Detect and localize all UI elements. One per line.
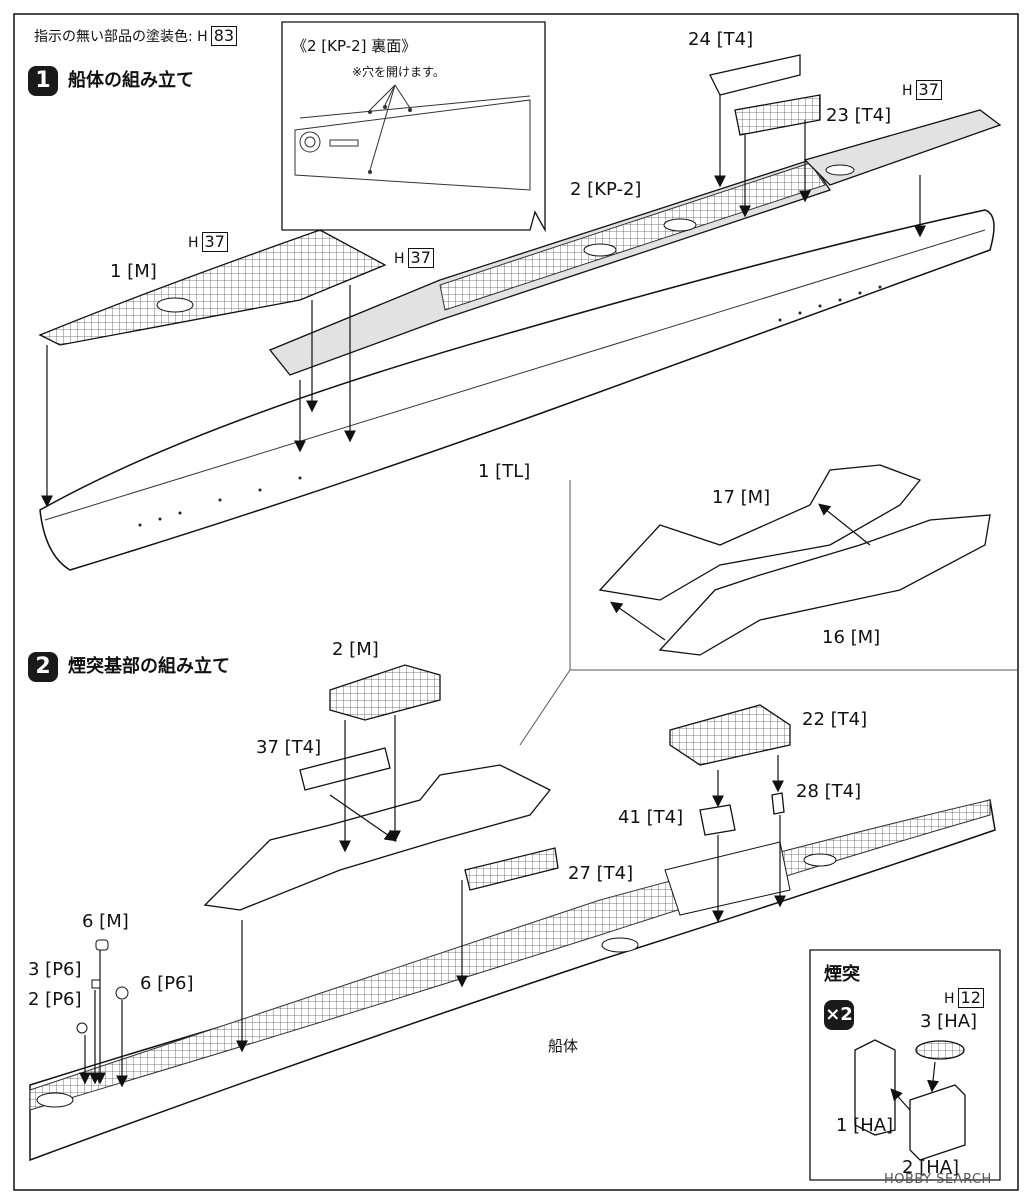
- part-22-t4: [669, 704, 791, 766]
- part-3-p6: [91, 979, 101, 989]
- part-16-m: [658, 514, 991, 656]
- funnel-title: 煙突: [824, 964, 860, 985]
- part-41-t4: [699, 804, 736, 836]
- inset-box-kp2-underside: [281, 21, 546, 233]
- part-24-t4: [709, 54, 801, 96]
- label-3-p6: 3 [P6]: [28, 959, 82, 980]
- step-1-title: 船体の組み立て: [68, 70, 194, 91]
- label-1-ha: 1 [HA]: [836, 1115, 894, 1136]
- hull-step2: [29, 799, 996, 1162]
- inset-title: 《2 [KP-2] 裏面》: [292, 37, 417, 55]
- label-6-m: 6 [M]: [82, 911, 129, 932]
- paint-note-h: H: [197, 29, 208, 45]
- label-24-t4: 24 [T4]: [688, 29, 754, 50]
- label-3-ha: 3 [HA]: [920, 1011, 978, 1032]
- label-17-m: 17 [M]: [712, 487, 771, 508]
- paint-code-box: 37: [915, 80, 942, 100]
- part-2-ha: [909, 1084, 966, 1161]
- label-1-tl: 1 [TL]: [478, 461, 531, 482]
- label-37-t4: 37 [T4]: [256, 737, 322, 758]
- paint-code-box: 37: [407, 248, 434, 268]
- part-6-p6: [115, 986, 129, 1000]
- step2-arrows: [79, 715, 786, 1088]
- label-27-t4: 27 [T4]: [568, 863, 634, 884]
- part-23-t4: [734, 94, 821, 136]
- part-27-t4: [464, 847, 559, 891]
- funnel-multiplier: ×2: [824, 1000, 854, 1030]
- paint-h-letter: H: [944, 991, 955, 1007]
- part-aft-deck: [803, 109, 1002, 186]
- part-2-kp2: [268, 159, 832, 376]
- label-6-p6: 6 [P6]: [140, 973, 194, 994]
- part-3-ha: [915, 1040, 965, 1060]
- paint-h-letter: H: [394, 251, 405, 267]
- paint-h-letter: H: [902, 83, 913, 99]
- label-28-t4: 28 [T4]: [796, 781, 862, 802]
- label-2-m: 2 [M]: [332, 639, 379, 660]
- label-2-ha: 2 [HA]: [902, 1157, 960, 1178]
- part-1-m: [38, 229, 387, 346]
- label-22-t4: 22 [T4]: [802, 709, 868, 730]
- label-hull: 船体: [548, 1037, 579, 1055]
- label-2-kp2: 2 [KP-2]: [570, 179, 642, 200]
- label-23-t4: 23 [T4]: [826, 105, 892, 126]
- label-1-m: 1 [M]: [110, 261, 157, 282]
- bridge-structure: [664, 841, 791, 916]
- paint-code-box: 12: [957, 988, 984, 1008]
- step1-arrows: [41, 95, 926, 508]
- funnel-arrows: [890, 1061, 939, 1111]
- step-1-badge: 1: [28, 66, 58, 96]
- step-2-badge: 2: [28, 652, 58, 682]
- step-2-title: 煙突基部の組み立て: [68, 656, 230, 677]
- part-6-m: [95, 939, 109, 951]
- paint-note-code: 83: [210, 26, 238, 46]
- part-28-t4: [771, 792, 785, 815]
- part-1-ha: [854, 1039, 896, 1136]
- part-2-p6: [76, 1022, 88, 1034]
- paint-code-box: 37: [201, 232, 228, 252]
- watermark: HOBBY SEARCH: [884, 1172, 992, 1187]
- label-41-t4: 41 [T4]: [618, 807, 684, 828]
- page-frame: [13, 13, 1019, 1191]
- part-17-m: [598, 464, 922, 601]
- paint-note-label: 指示の無い部品の塗装色:: [34, 29, 193, 45]
- frame-arrows: [610, 503, 871, 641]
- paint-h-letter: H: [188, 235, 199, 251]
- label-2-p6: 2 [P6]: [28, 989, 82, 1010]
- funnel-base-assembly: [203, 764, 552, 911]
- label-16-m: 16 [M]: [822, 627, 881, 648]
- hull-1-tl: [39, 209, 995, 571]
- part-2-m: [329, 664, 441, 721]
- inset-note: ※穴を開けます。: [352, 65, 445, 79]
